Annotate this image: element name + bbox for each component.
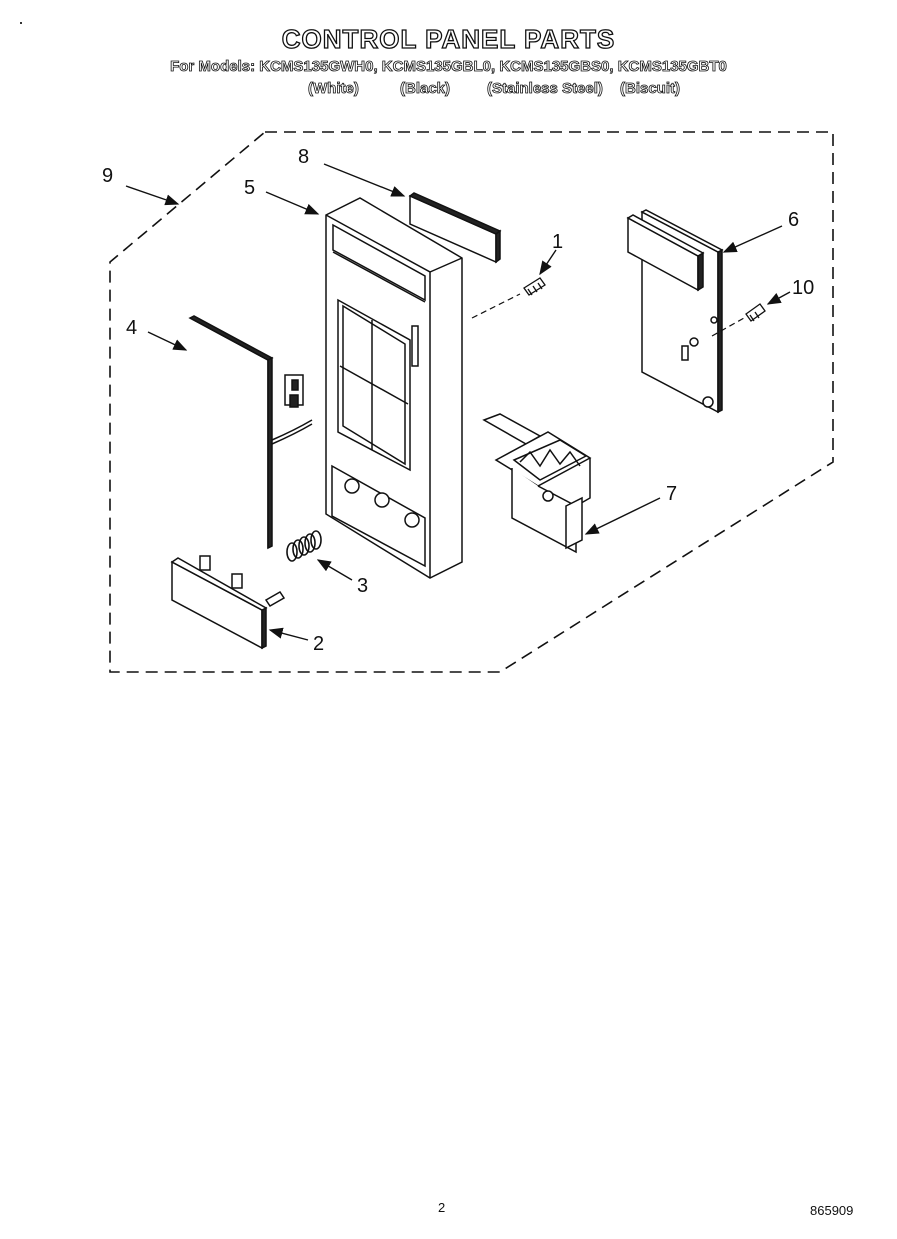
- control-board: [626, 209, 724, 414]
- badge-strip: [408, 192, 502, 264]
- page-number: 2: [438, 1200, 446, 1215]
- control-panel-frame: [325, 197, 463, 579]
- callout-3: 3: [357, 575, 368, 597]
- variant-biscuit: (Biscuit): [620, 80, 681, 98]
- screw-1: [523, 277, 546, 296]
- variant-black: (Black): [400, 80, 451, 98]
- callout-9: 9: [102, 165, 113, 187]
- spring: [286, 530, 322, 562]
- callout-5: 5: [244, 177, 255, 199]
- screw-10: [745, 303, 766, 322]
- variant-stainless: (Stainless Steel): [487, 80, 604, 98]
- callout-1: 1: [552, 231, 563, 253]
- assembly-boundary: [109, 131, 834, 673]
- membrane-panel: [188, 315, 313, 550]
- page-title: CONTROL PANEL PARTS: [281, 23, 616, 54]
- models-line: For Models: KCMS135GWH0, KCMS135GBL0, KC…: [170, 58, 728, 76]
- callout-10: 10: [792, 277, 814, 299]
- push-button: [170, 555, 286, 650]
- corner-mark: [20, 22, 22, 24]
- latch-bracket: [482, 413, 592, 554]
- variant-white: (White): [308, 80, 360, 98]
- callout-4: 4: [126, 317, 137, 339]
- callout-6: 6: [788, 209, 799, 231]
- document-code: 865909: [810, 1203, 854, 1218]
- callout-7: 7: [666, 483, 677, 505]
- callout-arrows: [125, 163, 791, 641]
- callout-2: 2: [313, 633, 324, 655]
- callout-6-alt: 8: [298, 146, 309, 168]
